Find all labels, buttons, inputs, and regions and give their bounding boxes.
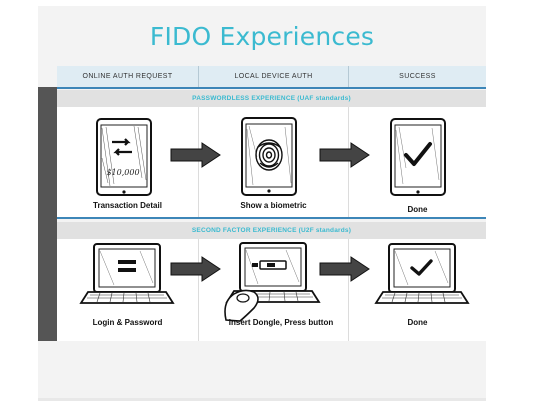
row-label-second-factor: SECOND FACTOR EXPERIENCE (U2F standards) [57,222,486,239]
laptop-check-icon [374,243,470,304]
tablet-transfer-icon: $10,000 [96,118,152,196]
cell-divider [348,239,349,341]
row-divider [57,217,486,219]
arrow-right-icon [170,256,221,282]
slide-footer-strip [38,398,486,401]
column-header-local-auth: LOCAL DEVICE AUTH [234,73,313,80]
transaction-amount: $10,000 [106,168,139,177]
laptop-dongle-icon [224,242,321,322]
column-header-divider [198,66,199,87]
column-header-row: ONLINE AUTH REQUEST LOCAL DEVICE AUTH SU… [57,66,486,89]
column-header-divider [348,66,349,87]
laptop-login-icon [79,243,175,304]
arrow-right-icon [319,142,370,168]
cell-divider [348,107,349,217]
arrow-right-icon [170,142,221,168]
arrow-right-icon [319,256,370,282]
caption-show-biometric: Show a biometric [240,201,307,210]
cell-divider [198,107,199,217]
caption-insert-dongle: Insert Dongle, Press button [228,318,334,327]
caption-login-password: Login & Password [92,318,163,327]
caption-done-second-factor: Done [407,318,428,327]
page-title: FIDO Experiences [149,22,375,51]
tablet-check-icon [390,118,446,196]
side-bar [38,87,57,341]
caption-done-passwordless: Done [407,205,428,214]
row-label-passwordless: PASSWORDLESS EXPERIENCE (UAF standards) [57,90,486,107]
cell-divider [198,239,199,341]
tablet-fingerprint-icon [241,117,297,196]
caption-transaction-detail: Transaction Detail [93,201,162,210]
column-header-online-auth: ONLINE AUTH REQUEST [82,73,173,80]
column-header-success: SUCCESS [399,73,436,80]
